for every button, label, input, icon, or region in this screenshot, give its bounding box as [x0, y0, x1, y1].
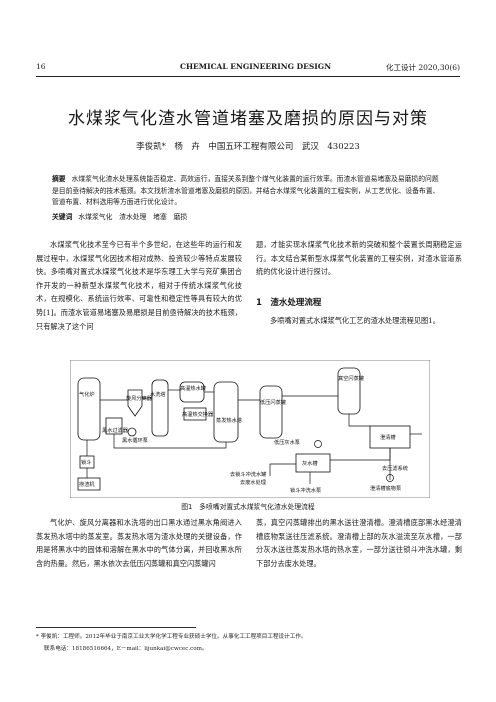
black-water-circ-pump: 黑水循环泵 — [122, 427, 148, 444]
journal-issue: 化工设计 2020,30(6) — [385, 63, 460, 72]
grey-water-pump-icon — [314, 440, 322, 448]
lock-hopper-label: 锁斗 — [81, 458, 91, 466]
figure-caption: 图1 多喷嘴对置式水煤浆气化渣水处理流程 — [181, 503, 315, 511]
keywords-row: 关键词水煤浆气化 渣水处理 堵塞 磨损 — [52, 212, 444, 224]
section-paragraph: 多喷嘴对置式水煤浆气化工艺的渣水处理流程见图1。 — [270, 316, 440, 325]
section-intro: 多喷嘴对置式水煤浆气化工艺的渣水处理流程见图1。 — [256, 314, 462, 328]
right-column-bottom: 蒸，真空闪蒸罐排出的黑水送往澄清槽。澄清槽底部黑水经澄清槽底物泵送往压滤系统。澄… — [256, 516, 462, 570]
author-line: 李俊凯* 杨 卉 中国五环工程有限公司 武汉 430223 — [136, 142, 360, 152]
process-paragraph-left: 气化炉、旋风分离器和水洗塔的出口黑水通过黑水角阀进入蒸发热水塔中的蒸发室。蒸发热… — [36, 518, 242, 568]
keywords-label: 关键词 — [52, 212, 73, 221]
header-rule — [36, 76, 460, 77]
intro-paragraph: 水煤浆气化技术至今已有半个多世纪，在这些年的运行和发展过程中，水煤浆气化因技术相… — [36, 240, 242, 331]
footnote-rule — [36, 627, 196, 628]
scrubber-label: 水洗塔 — [150, 390, 166, 398]
black-water-circ-pump-label: 黑水循环泵 — [122, 436, 148, 444]
left-column-bottom: 气化炉、旋风分离器和水洗塔的出口黑水通过黑水角阀进入蒸发热水塔中的蒸发室。蒸发热… — [36, 516, 242, 570]
abstract-block: 摘要水煤浆气化渣水处理系统能否稳定、高效运行，直接关系到整个煤气化装置的运行效率… — [52, 174, 444, 223]
article-title: 水煤浆气化渣水管道堵塞及磨损的原因与对策 — [68, 109, 428, 129]
intro-continuation: 题，才能实现水煤浆气化技术新的突破和整个装置长周期稳定运行。本文结合某新型水煤浆… — [256, 240, 462, 277]
cyclone-vessel: 旋风分离器 — [126, 389, 153, 417]
low-pressure-flash-label: 低压闪蒸罐 — [260, 398, 286, 406]
section-heading: 1 渣水处理流程 — [256, 298, 322, 308]
clarifier-bottom-pump-icon — [386, 474, 394, 482]
process-flow-diagram: 气化炉 旋风分离器 水洗塔 黑水过滤器 黑水循环泵 高温热水罐 高温热交换器 蒸… — [70, 360, 430, 498]
slag-dragger-label: 捞渣机 — [79, 480, 95, 488]
left-column-top: 水煤浆气化技术至今已有半个多世纪，在这些年的运行和发展过程中，水煤浆气化因技术相… — [36, 238, 242, 333]
slag-dragger: 捞渣机 — [77, 477, 101, 491]
low-pressure-flash: 低压闪蒸罐 — [259, 385, 286, 439]
filter-press-label: 去压滤系统 — [382, 464, 408, 472]
keywords-text: 水煤浆气化 渣水处理 堵塞 磨损 — [78, 212, 188, 221]
clarifier-label: 澄清槽 — [380, 433, 396, 441]
gasifier-vessel: 气化炉 — [77, 377, 101, 441]
journal-name: CHEMICAL ENGINEERING DESIGN — [180, 62, 332, 71]
flush-pump-label: 锁斗冲洗水泵 — [290, 486, 321, 494]
process-paragraph-right: 蒸，真空闪蒸罐排出的黑水送往澄清槽。澄清槽底部黑水经澄清槽底物泵送往压滤系统。澄… — [256, 518, 462, 568]
gasifier-label: 气化炉 — [79, 390, 95, 398]
heat-exchanger: 高温热交换器 — [182, 407, 214, 421]
hot-water-tank-label: 高温热水罐 — [180, 384, 206, 392]
grey-water-tank-label: 灰水槽 — [302, 459, 318, 467]
black-water-filter-label: 黑水过滤器 — [102, 426, 129, 434]
clarifier-bottom-pump-label: 澄清槽底物泵 — [370, 484, 401, 492]
footnote-line-2: 联系电话：18186516664，E－mail：lijunkai@cwcec.c… — [44, 646, 208, 652]
vacuum-flash-label: 真空闪蒸罐 — [338, 374, 364, 382]
cyclone-label: 旋风分离器 — [126, 394, 153, 402]
right-column-top: 题，才能实现水煤浆气化技术新的突破和整个装置长周期稳定运行。本文结合某新型水煤浆… — [256, 238, 462, 279]
abstract-label: 摘要 — [52, 175, 66, 183]
footnote-line-1: * 李俊凯：工程师。2012年毕业于南京工业大学化学工程专业获硕士学位。从事化工… — [36, 634, 307, 640]
heat-exchanger-label: 高温热交换器 — [182, 410, 214, 418]
grey-water-tank: 灰水槽 — [295, 453, 331, 473]
low-pressure-grey-water-pump-label: 低压灰水泵 — [274, 438, 300, 446]
abstract-text: 水煤浆气化渣水处理系统能否稳定、高效运行，直接关系到整个煤气化装置的运行效率。而… — [52, 175, 440, 206]
evaporation-tower-label: 蒸发热水塔 — [216, 416, 243, 424]
lock-hopper-flush-label: 去锁斗冲洗水罐 — [230, 470, 266, 478]
page-number: 16 — [36, 62, 46, 71]
wastewater-label: 去废水处理 — [240, 478, 267, 486]
scrubber-vessel: 水洗塔 — [150, 379, 169, 437]
